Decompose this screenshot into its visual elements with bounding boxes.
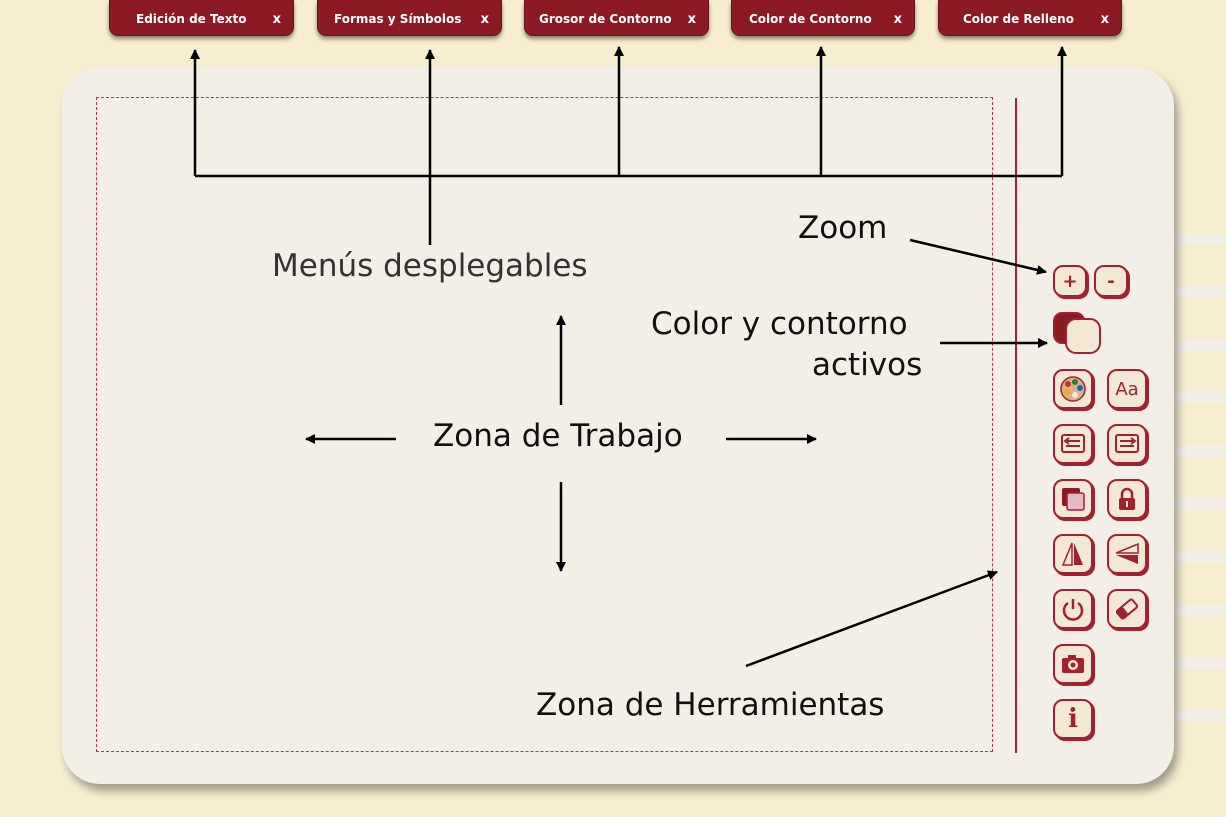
close-icon[interactable]: x <box>687 12 696 27</box>
flip-vertical-icon <box>1115 542 1139 564</box>
menu-tab-fill-color[interactable]: Color de Relleno x <box>938 0 1122 36</box>
menu-tab-label: Color de Contorno <box>749 12 872 26</box>
lock-button[interactable] <box>1107 479 1147 519</box>
background-stripe <box>1175 710 1226 722</box>
info-icon: i <box>1068 704 1078 734</box>
flip-horizontal-icon <box>1061 542 1083 566</box>
tool-zone-divider <box>1015 98 1017 753</box>
annotation-active-color-line1: Color y contorno <box>651 306 908 342</box>
menu-tab-label: Grosor de Contorno <box>539 12 672 26</box>
menu-tab-stroke-color[interactable]: Color de Contorno x <box>731 0 915 36</box>
info-button[interactable]: i <box>1053 699 1093 739</box>
plus-icon: + <box>1062 270 1078 292</box>
background-stripe <box>1175 286 1226 298</box>
flip-horizontal-button[interactable] <box>1053 534 1093 574</box>
background-stripe <box>1175 657 1226 669</box>
close-icon[interactable]: x <box>480 12 489 27</box>
layer-button[interactable] <box>1053 479 1093 519</box>
background-stripe <box>1175 604 1226 616</box>
eraser-button[interactable] <box>1107 589 1147 629</box>
menu-tab-text-editing[interactable]: Edición de Texto x <box>109 0 294 36</box>
lock-icon <box>1119 487 1135 510</box>
minus-icon: - <box>1107 270 1115 292</box>
annotation-menus: Menús desplegables <box>272 248 588 284</box>
camera-button[interactable] <box>1053 644 1093 684</box>
background-stripe <box>1175 498 1226 510</box>
menu-tab-shapes-symbols[interactable]: Formas y Símbolos x <box>317 0 502 36</box>
menu-tab-label: Formas y Símbolos <box>334 12 462 26</box>
send-backward-button[interactable] <box>1053 424 1093 464</box>
send-backward-icon <box>1061 434 1085 453</box>
fill-color-swatch[interactable] <box>1065 318 1101 354</box>
zoom-out-button[interactable]: - <box>1094 265 1128 297</box>
background-stripe <box>1175 339 1226 351</box>
close-icon[interactable]: x <box>1100 12 1109 27</box>
close-icon[interactable]: x <box>272 12 281 27</box>
power-icon <box>1062 599 1084 621</box>
palette-button[interactable] <box>1053 369 1093 409</box>
flip-vertical-button[interactable] <box>1107 534 1147 574</box>
arrow <box>745 570 998 668</box>
annotation-work-area: Zona de Trabajo <box>433 418 683 454</box>
eraser-icon <box>1115 598 1139 620</box>
arrow <box>909 238 1047 275</box>
annotation-active-color-line2: activos <box>812 347 923 383</box>
menu-tab-label: Color de Relleno <box>963 12 1074 26</box>
bring-forward-button[interactable] <box>1107 424 1147 464</box>
annotation-zoom: Zoom <box>798 210 888 246</box>
menu-tab-label: Edición de Texto <box>136 12 247 26</box>
work-area[interactable] <box>96 97 993 752</box>
power-button[interactable] <box>1053 589 1093 629</box>
menu-tab-stroke-width[interactable]: Grosor de Contorno x <box>524 0 709 36</box>
camera-icon <box>1062 655 1084 673</box>
app-panel <box>62 68 1174 784</box>
background-stripe <box>1175 445 1226 457</box>
layer-square-icon <box>1062 488 1085 511</box>
close-icon[interactable]: x <box>893 12 902 27</box>
background-stripe <box>1175 392 1226 404</box>
background-stripe <box>1175 233 1226 245</box>
background-stripe <box>1175 551 1226 563</box>
active-color-swatch[interactable] <box>1053 312 1105 356</box>
palette-icon <box>1060 376 1086 402</box>
zoom-in-button[interactable]: + <box>1053 265 1087 297</box>
text-aa-icon: Aa <box>1115 378 1139 400</box>
annotation-tools-zone: Zona de Herramientas <box>536 687 885 723</box>
text-tool-button[interactable]: Aa <box>1107 369 1147 409</box>
bring-forward-icon <box>1115 434 1139 453</box>
